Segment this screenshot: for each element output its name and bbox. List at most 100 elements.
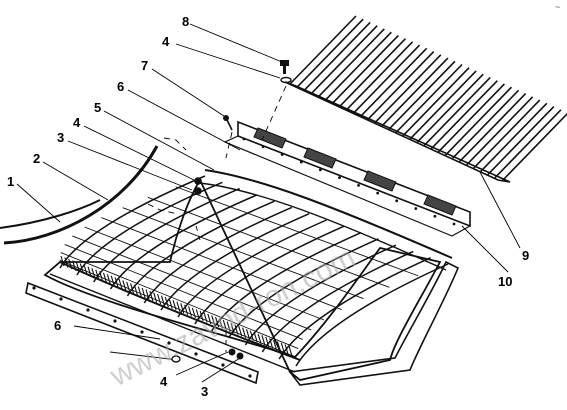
strip-hole — [248, 374, 252, 378]
sieve-tooth — [145, 289, 150, 300]
corner-mark: ~ — [555, 2, 560, 12]
nut-4-left — [194, 177, 202, 185]
grate-finger — [324, 31, 392, 101]
bar-hole — [357, 183, 360, 187]
sieve-tooth — [215, 316, 220, 328]
sieve-tooth — [157, 293, 162, 305]
grate-finger — [430, 80, 498, 150]
callout-labels: 1 2 3 4 5 6 7 4 8 6 4 3 9 10 — [7, 14, 529, 399]
grate-finger — [317, 28, 385, 98]
bar-hole — [242, 137, 246, 141]
strip-hole — [59, 297, 63, 301]
sieve-tooth — [288, 345, 293, 357]
grate-finger — [409, 70, 477, 140]
grate-finger — [501, 112, 567, 182]
grate-finger — [423, 76, 491, 146]
sieve-tooth — [265, 336, 270, 348]
sieve-tooth — [137, 286, 142, 297]
part-9-finger-grate — [284, 15, 567, 183]
sieve-wire — [64, 244, 303, 340]
sieve-tooth — [238, 326, 243, 337]
sieve-wire — [72, 235, 312, 331]
grate-finger — [353, 44, 421, 114]
strip-hole — [86, 308, 90, 312]
sieve-tooth — [280, 342, 285, 354]
sieve-tooth — [99, 271, 104, 282]
strip-hole — [221, 363, 225, 367]
sieve-tooth — [207, 313, 212, 325]
grate-finger — [338, 38, 407, 108]
sieve-crossbar — [93, 187, 241, 283]
sieve-tooth — [180, 303, 185, 314]
sieve-tooth — [261, 335, 266, 346]
callout-1: 1 — [7, 174, 14, 189]
sieve-tooth — [187, 306, 193, 317]
strip-hole — [194, 352, 198, 356]
sieve-crossbar — [160, 213, 310, 311]
sieve-tooth — [149, 290, 154, 302]
sieve-crossbar — [143, 206, 293, 304]
bar-bracket — [253, 127, 287, 149]
sieve-tooth — [242, 327, 247, 338]
bar-hole — [299, 160, 303, 164]
sieve-wire — [60, 252, 299, 349]
grate-finger — [466, 96, 534, 166]
grate-finger — [451, 89, 520, 159]
strip-hole — [167, 341, 171, 345]
sieve-tooth — [226, 321, 231, 332]
grate-finger — [402, 67, 470, 137]
sieve-tooth — [168, 298, 173, 309]
sieve-tooth — [64, 257, 69, 268]
sieve-tooth — [164, 297, 169, 308]
sieve-tooth — [276, 341, 281, 352]
sieve-tooth — [176, 301, 181, 312]
sieve-tooth — [191, 307, 196, 319]
callout-6-lower: 6 — [54, 318, 61, 333]
bar-hole — [261, 145, 265, 149]
sieve-tooth — [257, 333, 262, 344]
bar-hole — [433, 214, 437, 218]
sieve-wire — [84, 226, 325, 321]
screw-7 — [223, 115, 233, 131]
sieve-tooth — [118, 278, 123, 290]
bar-bracket — [423, 194, 457, 216]
sieve-wire — [101, 217, 342, 310]
grate-finger — [374, 54, 442, 124]
sieve-tooth — [141, 287, 146, 299]
sieve-wire — [147, 196, 390, 288]
sieve-tooth — [249, 330, 254, 341]
sieve-tooth — [130, 283, 135, 294]
callout-9: 9 — [522, 248, 529, 263]
bar-hole — [338, 176, 341, 180]
sieve-tooth — [222, 319, 227, 331]
callout-4-bottom: 4 — [160, 374, 168, 389]
sieve-crossbar — [278, 257, 431, 360]
callout-4-top: 4 — [162, 34, 170, 49]
sieve-tooth — [211, 315, 216, 326]
sieve-tooth — [253, 332, 258, 343]
sieve-wire — [175, 186, 419, 277]
assembly-lines — [147, 85, 287, 352]
sieve-crossbar — [244, 244, 397, 346]
grate-finger — [494, 109, 562, 179]
sieve-tooth — [79, 263, 84, 274]
grate-finger — [437, 83, 505, 153]
sieve-tooth — [87, 266, 92, 277]
bar-hole — [376, 191, 380, 195]
grate-finger — [459, 93, 527, 163]
grate-finger — [360, 47, 428, 117]
nut-3-left — [194, 187, 202, 195]
sieve-tooth — [160, 295, 166, 306]
bar-hole — [395, 199, 399, 203]
strip-hole — [113, 319, 117, 323]
sieve-tooth — [218, 318, 223, 329]
bar-bracket — [303, 147, 337, 169]
sieve-crossbar — [76, 181, 223, 276]
callout-5: 5 — [94, 100, 101, 115]
part-10-support-bar — [223, 120, 471, 237]
part-6-lower-strip — [25, 281, 259, 385]
sieve-tooth — [284, 344, 289, 355]
fasteners — [109, 60, 292, 363]
sieve-tooth — [230, 322, 235, 334]
sieve-wire — [122, 207, 364, 300]
